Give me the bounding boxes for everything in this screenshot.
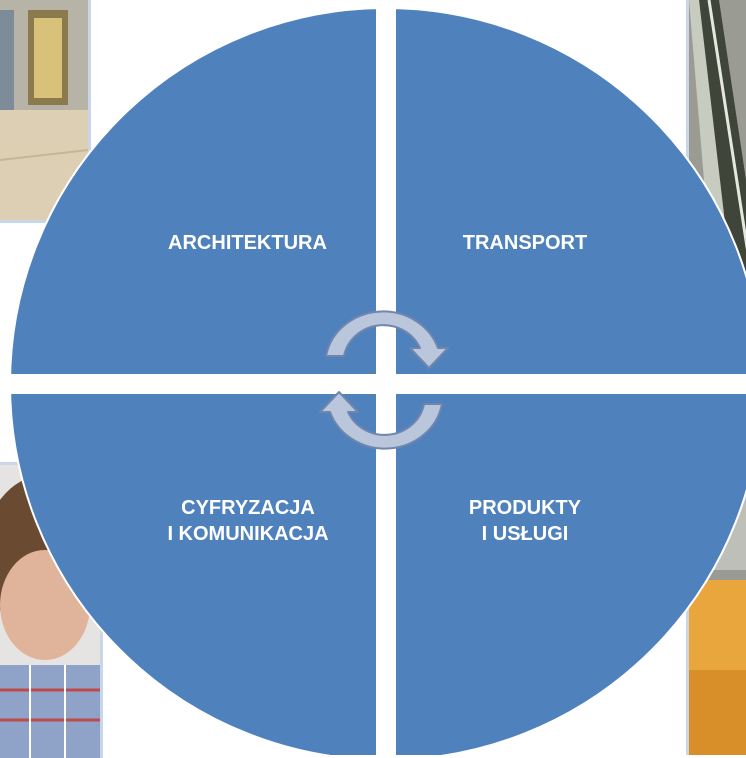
quadrant-architektura (10, 8, 376, 374)
photo-corridor (0, 0, 91, 223)
label-produkty: PRODUKTY I USŁUGI (400, 495, 650, 547)
label-architektura: ARCHITEKTURA (120, 230, 375, 256)
label-cyfryzacja-line2: I KOMUNIKACJA (167, 523, 329, 545)
label-transport: TRANSPORT (400, 230, 650, 256)
label-cyfryzacja: CYFRYZACJA I KOMUNIKACJA (118, 495, 378, 547)
label-cyfryzacja-line1: CYFRYZACJA (181, 497, 315, 519)
label-produkty-line1: PRODUKTY (468, 497, 582, 519)
label-produkty-line2: I USŁUGI (481, 523, 569, 545)
cycle-arrow-top-icon (325, 310, 449, 369)
cycle-arrow-bottom-icon (319, 391, 443, 450)
label-transport-line1: TRANSPORT (462, 232, 588, 254)
quadrant-produkty (396, 394, 746, 755)
label-architektura-line1: ARCHITEKTURA (168, 232, 327, 254)
quadrant-cyfryzacja (10, 394, 376, 755)
